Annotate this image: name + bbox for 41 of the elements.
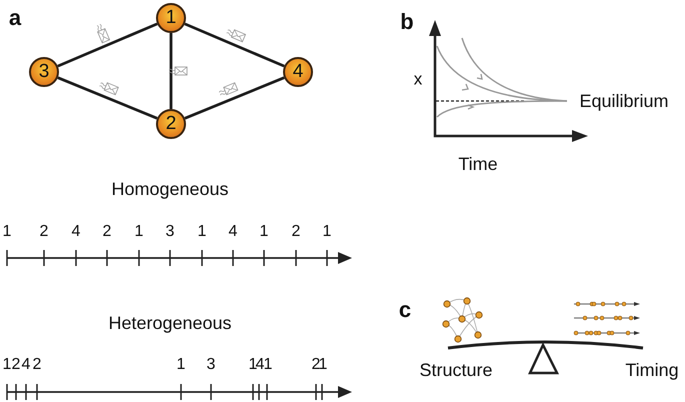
event-label: 4 <box>256 357 264 373</box>
event-label: 2 <box>40 224 48 240</box>
timeline-title: Heterogeneous <box>108 314 232 332</box>
caption-label: Timing <box>625 361 679 379</box>
panel-letter: c <box>398 299 412 321</box>
event-label: 3 <box>206 357 216 373</box>
connector-line <box>57 22 158 68</box>
event-label: 1 <box>318 357 328 373</box>
event-label: 1 <box>264 357 272 373</box>
caption-label: Structure <box>419 361 493 379</box>
event-label: 1 <box>2 224 12 240</box>
event-label: 4 <box>72 224 80 240</box>
connector-line <box>184 22 285 68</box>
connector-line <box>57 76 158 120</box>
event-label: 2 <box>32 357 42 373</box>
event-label: 4 <box>22 357 30 373</box>
event-label: 4 <box>228 224 238 240</box>
curve-label: Equilibrium <box>579 92 669 110</box>
panel-letter: a <box>8 7 22 29</box>
event-label: 1 <box>134 224 144 240</box>
connector-line <box>184 76 285 120</box>
event-label: 2 <box>12 357 20 373</box>
event-label: 1 <box>198 224 206 240</box>
panel-letter: b <box>400 11 414 33</box>
timeline-title: Homogeneous <box>111 180 229 198</box>
event-label: 1 <box>260 224 268 240</box>
node-circle: 1 <box>156 3 186 33</box>
node-circle: 4 <box>283 57 313 87</box>
event-label: 1 <box>322 224 332 240</box>
event-label: 3 <box>166 224 174 240</box>
event-label: 2 <box>312 357 320 373</box>
event-label: 2 <box>102 224 112 240</box>
event-label: 1 <box>2 357 12 373</box>
node-circle: 3 <box>29 57 59 87</box>
event-label: 1 <box>176 357 186 373</box>
node-circle: 2 <box>156 109 186 139</box>
axis-label: x <box>414 70 422 88</box>
event-label: 2 <box>292 224 300 240</box>
event-label: 1 <box>248 357 258 373</box>
axis-label: Time <box>458 155 498 173</box>
connector-line <box>170 33 172 109</box>
